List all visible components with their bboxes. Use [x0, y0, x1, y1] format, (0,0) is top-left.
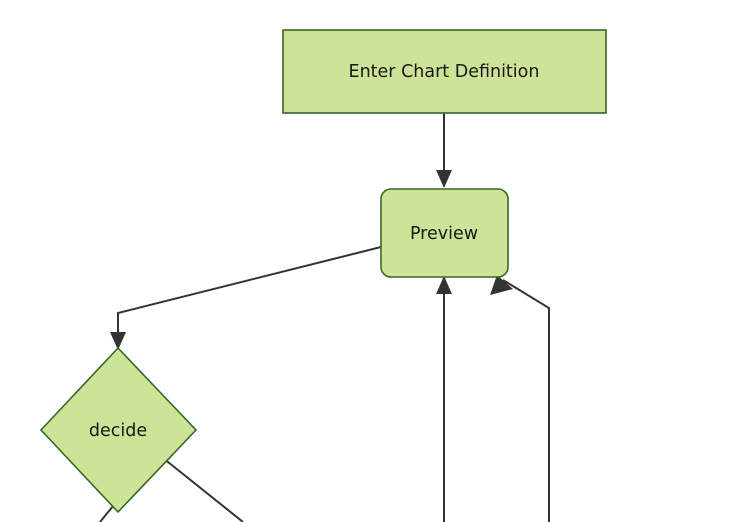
arrowhead-up-into-preview-right: [490, 275, 513, 295]
arrowhead-up-into-preview-center: [436, 276, 452, 294]
edge-decide-right-out-line: [162, 457, 244, 522]
edge-layer: [99, 113, 550, 522]
node-preview[interactable]: Preview: [380, 188, 509, 278]
node-layer: Enter Chart Definition Preview decide: [39, 29, 607, 514]
arrowhead-down-into-preview: [436, 170, 452, 188]
arrowhead-down-into-decide: [110, 332, 126, 350]
edge-decide-right-out: [162, 457, 244, 522]
node-decide[interactable]: decide: [39, 346, 198, 514]
node-preview-shape[interactable]: [380, 188, 509, 278]
node-decide-shape[interactable]: [39, 346, 198, 514]
edge-enter-to-preview: [436, 113, 452, 188]
edge-bottom-center-to-preview: [436, 276, 452, 522]
edge-preview-to-decide: [110, 246, 382, 350]
edge-bottom-right-to-preview: [490, 275, 550, 522]
edge-bottom-right-to-preview-line: [502, 279, 550, 522]
node-enter-chart-definition[interactable]: Enter Chart Definition: [282, 29, 607, 114]
edge-preview-to-decide-line: [117, 246, 382, 345]
node-enter-chart-definition-shape[interactable]: [282, 29, 607, 114]
node-preview-label: Preview: [410, 224, 478, 244]
node-decide-label: decide: [89, 421, 147, 441]
node-enter-chart-definition-label: Enter Chart Definition: [349, 62, 540, 82]
